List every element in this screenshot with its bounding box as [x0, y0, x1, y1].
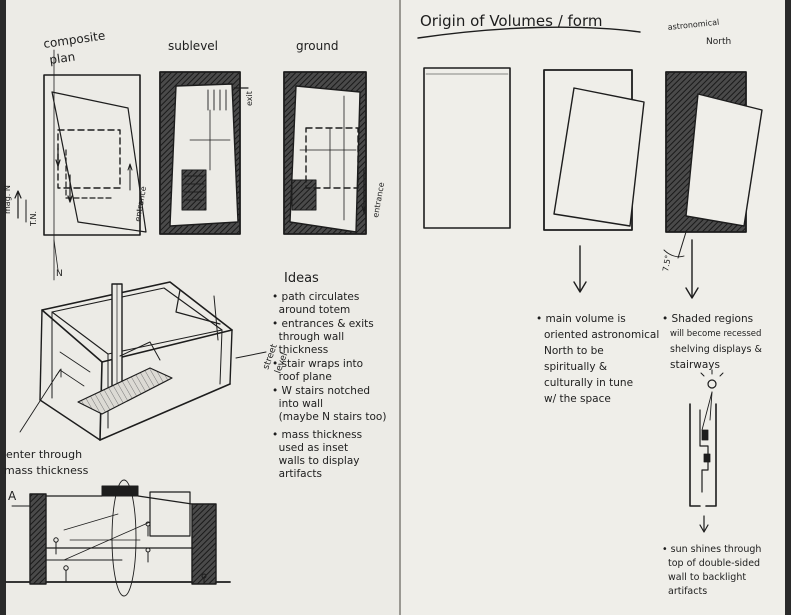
- volume-sketch-1: [423, 67, 511, 229]
- ideas-line: walls to display: [272, 455, 360, 467]
- left-edge-shadow: [0, 0, 6, 615]
- sublevel-plan-sketch: [159, 71, 249, 235]
- note-line: • sun shines through: [662, 544, 761, 555]
- note-line: • Shaded regions: [662, 313, 753, 325]
- ideas-line: around totem: [272, 304, 350, 316]
- label-section-a: A: [8, 489, 17, 503]
- label-ground: ground: [296, 39, 338, 53]
- note-line: North to be: [544, 345, 604, 357]
- page-title: Origin of Volumes / form: [420, 12, 603, 30]
- ideas-line: • path circulates: [272, 291, 359, 303]
- label-angle: 7.5°: [661, 254, 673, 272]
- note-line: top of double-sided: [668, 558, 760, 569]
- section-sketch: [5, 479, 231, 597]
- note-line: will become recessed: [670, 329, 761, 339]
- note-line: • main volume is: [536, 313, 626, 325]
- north-arrow-icon: [14, 190, 27, 223]
- note-sun: • sun shines through top of double-sided…: [662, 544, 761, 597]
- label-mass-thickness: mass thickness: [4, 464, 89, 477]
- ground-plan-sketch: [283, 71, 367, 235]
- ideas-line: • W stairs notched: [272, 385, 370, 397]
- ideas-line: • entrances & exits: [272, 318, 374, 330]
- label-exit: exit: [245, 91, 254, 106]
- ideas-line: (maybe N stairs too): [272, 411, 386, 423]
- label-sublevel: sublevel: [168, 39, 218, 53]
- sun-icon: [700, 369, 724, 389]
- ideas-line: through wall: [272, 331, 344, 343]
- note-line: culturally in tune: [544, 377, 633, 389]
- ideas-title: Ideas: [284, 271, 319, 286]
- composite-plan-sketch: [43, 49, 147, 281]
- ideas-line: thickness: [272, 344, 328, 356]
- note-line: oriented astronomical: [544, 329, 659, 341]
- note-line: shelving displays &: [670, 344, 762, 355]
- note-line: wall to backlight: [668, 572, 746, 583]
- label-true-north: T.N.: [29, 211, 38, 227]
- note-line: artifacts: [668, 586, 707, 597]
- note-line: w/ the space: [544, 393, 611, 405]
- right-edge-shadow: [785, 0, 791, 615]
- volume-sketch-3: [663, 71, 763, 259]
- ideas-line: • mass thickness: [272, 429, 362, 441]
- label-n-mark: N: [56, 269, 63, 279]
- label-enter-through: enter through: [6, 448, 82, 461]
- ideas-list: • path circulates around totem • entranc…: [272, 291, 386, 480]
- ideas-line: roof plane: [272, 371, 332, 383]
- wall-section-sketch: [689, 391, 717, 507]
- arrow-down-icon: [685, 239, 699, 299]
- arrow-down-icon: [699, 515, 709, 533]
- label-mag-north: mag. N: [3, 185, 12, 214]
- volume-sketch-2: [543, 69, 645, 231]
- note-shaded-regions: • Shaded regions will become recessed sh…: [662, 313, 762, 371]
- arrow-down-icon: [573, 245, 587, 293]
- title-underline: [417, 26, 641, 39]
- ideas-line: into wall: [272, 398, 323, 410]
- ideas-line: artifacts: [272, 468, 322, 480]
- ideas-line: used as inset: [272, 442, 348, 454]
- axonometric-sketch: [19, 281, 267, 441]
- note-line: spiritually &: [544, 361, 607, 373]
- label-astro-north-2: North: [706, 37, 731, 47]
- label-plan: plan: [48, 49, 76, 66]
- ideas-line: • stair wraps into: [272, 358, 363, 370]
- note-line: stairways: [670, 359, 720, 371]
- note-main-volume: • main volume is oriented astronomical N…: [536, 313, 659, 405]
